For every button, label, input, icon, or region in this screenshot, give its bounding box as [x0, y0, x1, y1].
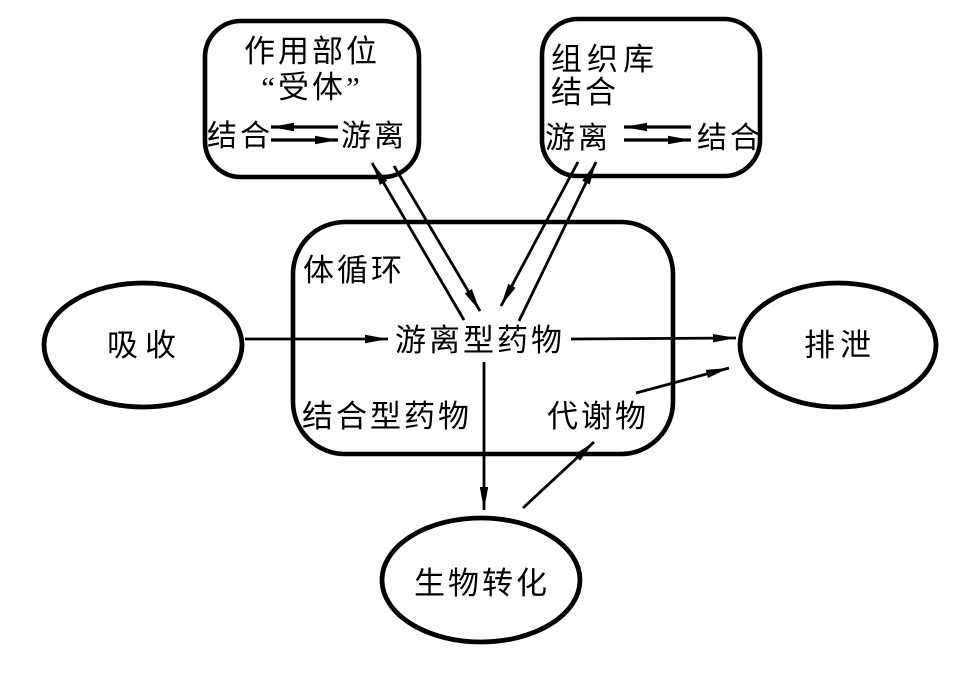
arrow-tissue-to-free-drug [499, 161, 580, 307]
free-drug-label: 游离型药物 [395, 323, 565, 358]
absorption-node: 吸收 [41, 280, 245, 410]
tissue-reservoir-box: 组织库 结合 游离 结合 [539, 16, 763, 179]
excretion-label: 排泄 [804, 328, 876, 363]
biotransformation-label: 生物转化 [414, 566, 550, 601]
flow-arrows [245, 161, 737, 510]
tissue-free-label: 游离 [545, 122, 611, 155]
absorption-outline [41, 280, 245, 410]
action-site-title: 作用部位 [244, 34, 380, 69]
tissue-reservoir-title: 组织库 [551, 42, 659, 77]
bound-drug-label: 结合型药物 [302, 399, 472, 434]
arrow-free-drug-to-tissue [517, 161, 598, 322]
action-site-box: 作用部位 “受体” 结合 游离 [202, 18, 422, 180]
action-site-subtitle: “受体” [261, 70, 363, 105]
arrow-free-drug-to-excretion [570, 333, 737, 343]
exchange-tissue-reservoir [499, 161, 598, 322]
tissue-bound-label: 结合 [697, 122, 763, 155]
biotransformation-node: 生物转化 [379, 515, 583, 645]
tissue-reservoir-outline [539, 16, 763, 179]
absorption-label: 吸收 [107, 328, 183, 363]
tissue-reversible-arrows [624, 122, 691, 145]
metabolites-label: 代谢物 [547, 399, 649, 434]
arrow-free-drug-to-action-site [370, 162, 466, 321]
arrow-biotransformation-to-metabolites [522, 440, 595, 510]
action-site-outline [202, 18, 422, 180]
biotransformation-outline [379, 515, 583, 645]
action-site-bound-label: 结合 [207, 120, 273, 153]
arrow-action-site-to-free-drug [392, 165, 482, 312]
excretion-node: 排泄 [737, 280, 939, 410]
exchange-action-site [370, 162, 482, 321]
arrow-metabolites-to-excretion [635, 366, 730, 395]
excretion-outline [737, 280, 939, 410]
systemic-circulation-title: 体循环 [303, 253, 405, 288]
tissue-reservoir-subtitle: 结合 [551, 75, 619, 110]
action-site-free-label: 游离 [341, 120, 407, 153]
systemic-circulation-box: 体循环 游离型药物 结合型药物 代谢物 [290, 219, 676, 457]
action-site-reversible-arrows [271, 122, 338, 145]
